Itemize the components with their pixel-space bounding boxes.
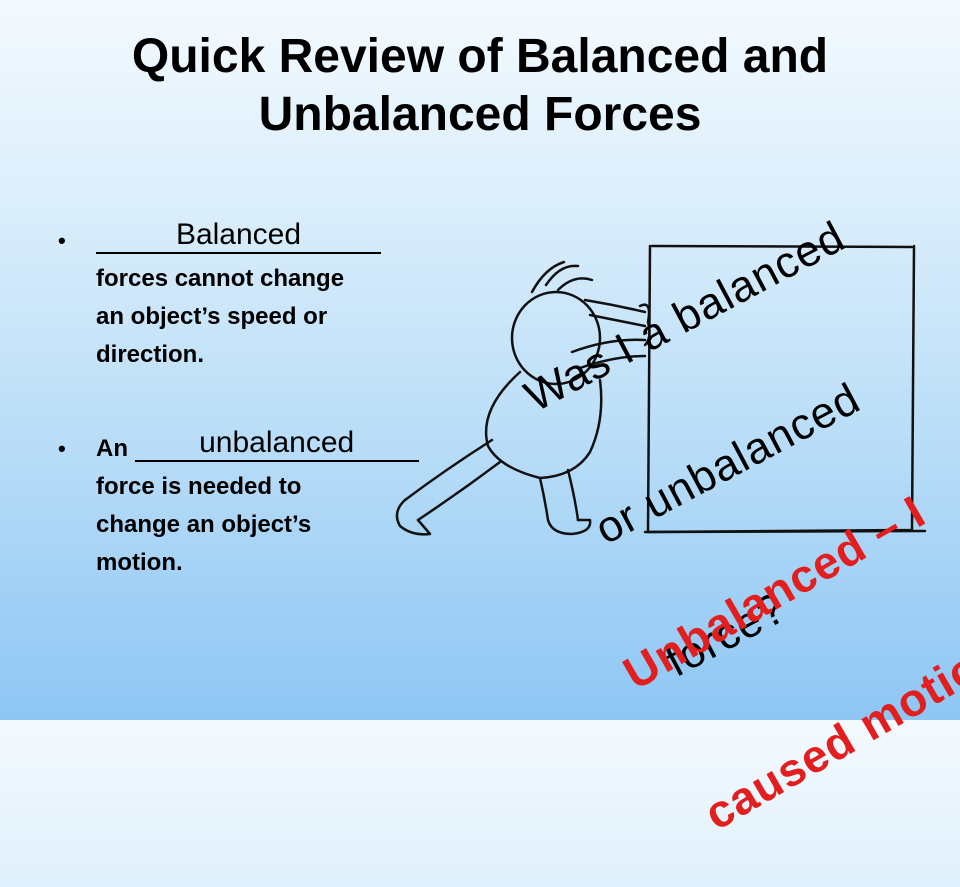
upper-arm — [583, 298, 647, 314]
bullet-prefix: An — [96, 435, 128, 462]
stick-figure-pushing-box — [395, 244, 927, 536]
bullet-line: direction. — [96, 341, 205, 368]
fill-in-blank: unbalanced — [134, 426, 419, 462]
front-leg — [538, 468, 580, 522]
bullet-line: change an object’s — [96, 511, 312, 538]
hair-strand — [530, 260, 566, 294]
bullet-line: motion. — [96, 549, 183, 576]
upper-arm — [588, 313, 647, 328]
blank-answer: unbalanced — [199, 426, 355, 459]
answer-line: caused motion! — [695, 617, 960, 840]
hand — [638, 303, 651, 347]
hair-strand — [556, 277, 594, 292]
head — [510, 290, 602, 386]
box-outline — [646, 244, 916, 534]
bullet-line: force is needed to — [96, 473, 302, 500]
slide-title: Quick Review of Balanced and Unbalanced … — [40, 28, 920, 144]
slide-title-line2: Unbalanced Forces — [258, 88, 702, 141]
lower-arm — [570, 338, 647, 354]
back-leg — [403, 438, 502, 522]
blank-answer: Balanced — [175, 218, 302, 251]
bullet-text: An unbalanced force is needed to change … — [96, 426, 456, 582]
lower-arm — [578, 354, 647, 370]
bullet-text: Balanced forces cannot change an object’… — [96, 218, 456, 374]
front-foot — [546, 518, 592, 536]
answer-line: Unbalanced – I — [614, 485, 934, 700]
bullet-line: an object’s speed or — [96, 303, 328, 330]
fill-in-blank: Balanced — [96, 218, 381, 254]
bullet-marker: • — [58, 228, 66, 253]
bullet-marker: • — [58, 436, 66, 461]
back-foot — [395, 498, 432, 536]
box-floor-line — [643, 529, 927, 534]
slide-title-line1: Quick Review of Balanced and — [131, 30, 829, 83]
hair-strand — [544, 264, 580, 287]
bullet-line: forces cannot change — [96, 265, 345, 292]
